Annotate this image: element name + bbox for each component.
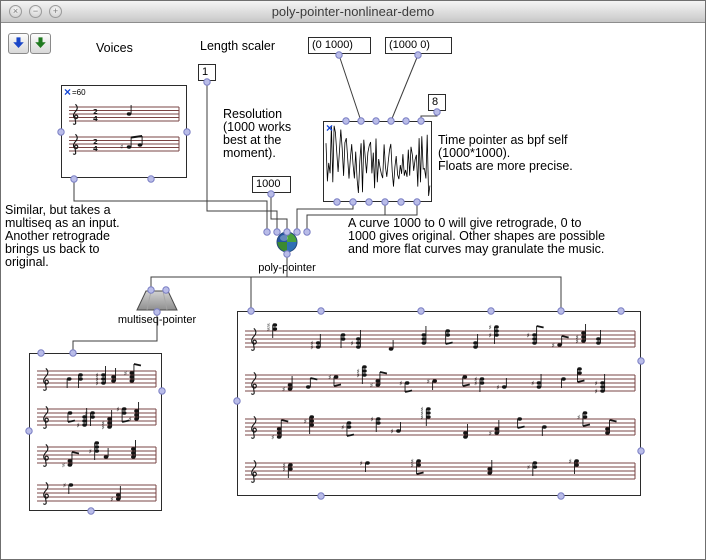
time-pointer-comment: Time pointer as bpf self (1000*1000). Fl… [438, 134, 573, 173]
svg-text:♯: ♯ [595, 387, 598, 395]
poly-pointer-label: poly-pointer [251, 262, 323, 274]
svg-text:♯: ♯ [271, 433, 274, 441]
window-title: poly-pointer-nonlinear-demo [1, 1, 705, 22]
load-patch-button[interactable] [8, 33, 29, 54]
tempo-label: =60 [72, 88, 86, 97]
trapezoid-icon [135, 288, 179, 312]
svg-text:♯: ♯ [328, 373, 331, 381]
svg-text:♯: ♯ [390, 427, 393, 435]
result-score-box[interactable]: ♯♯♯♯♯♯♯♯♯♯♯♯♯♯♯♯♯♯♯♯♯♯♯♯♯♯♯♯♯♯♯♯♯♯♯♯♯♯♯♯… [237, 311, 641, 496]
svg-text:♯: ♯ [575, 333, 578, 341]
poly-pointer-node[interactable] [276, 231, 298, 253]
green-down-arrow-icon [32, 35, 49, 52]
svg-text:♯: ♯ [124, 369, 127, 377]
retrograde-score: ♯♯♯♯♯♯♯♯♯♯♯♯♯♯ [31, 355, 162, 511]
zoom-button[interactable]: + [49, 5, 62, 18]
svg-text:♯: ♯ [577, 413, 580, 421]
svg-text:♯: ♯ [350, 339, 353, 347]
svg-text:♯: ♯ [77, 421, 80, 429]
svg-text:♯: ♯ [531, 379, 534, 387]
titlebar[interactable]: × − + poly-pointer-nonlinear-demo [1, 1, 705, 23]
window-controls: × − + [9, 5, 62, 18]
svg-text:♯: ♯ [420, 405, 423, 413]
similar-comment: Similar, but takes a multiseq as an inpu… [5, 204, 120, 269]
svg-text:♯: ♯ [527, 463, 530, 471]
voices-score: 2424♯ [63, 87, 187, 178]
svg-text:♯: ♯ [527, 331, 530, 339]
svg-text:♯: ♯ [341, 423, 344, 431]
svg-text:♯: ♯ [110, 495, 113, 503]
curve-comment: A curve 1000 to 0 will give retrograde, … [348, 217, 605, 256]
svg-text:4: 4 [93, 145, 98, 153]
svg-text:♯: ♯ [85, 409, 88, 417]
result-score: ♯♯♯♯♯♯♯♯♯♯♯♯♯♯♯♯♯♯♯♯♯♯♯♯♯♯♯♯♯♯♯♯♯♯♯♯♯♯♯♯… [239, 313, 641, 496]
delete-mark-icon[interactable]: × [64, 86, 71, 98]
voices-score-box[interactable]: × =60 2424♯ [61, 85, 187, 178]
svg-text:♯: ♯ [282, 461, 285, 469]
multiseq-pointer-label: multiseq-pointer [111, 314, 203, 326]
length-scaler-label: Length scaler [200, 40, 275, 53]
svg-text:♯: ♯ [267, 321, 270, 329]
svg-text:♯: ♯ [356, 367, 359, 375]
save-patch-button[interactable] [30, 33, 51, 54]
svg-text:♯: ♯ [474, 375, 477, 383]
length-scaler-valuebox[interactable]: 1 [198, 64, 216, 81]
globe-icon [276, 231, 298, 253]
svg-text:♯: ♯ [370, 381, 373, 389]
svg-text:♯: ♯ [489, 323, 492, 331]
svg-text:♯: ♯ [116, 405, 119, 413]
patch-canvas[interactable]: Voices Length scaler (0 1000) (1000 0) 1… [1, 23, 706, 560]
svg-text:♯: ♯ [496, 383, 499, 391]
svg-text:♯: ♯ [595, 379, 598, 387]
svg-text:♯: ♯ [120, 143, 123, 151]
bpf-box[interactable]: × [323, 121, 432, 202]
svg-text:4: 4 [93, 115, 98, 123]
svg-text:♯: ♯ [89, 447, 92, 455]
svg-text:♯: ♯ [427, 377, 430, 385]
svg-text:♯: ♯ [489, 331, 492, 339]
svg-text:♯: ♯ [370, 415, 373, 423]
scaler-valuebox[interactable]: 8 [428, 94, 446, 111]
voices-label: Voices [96, 42, 133, 55]
svg-text:♯: ♯ [310, 339, 313, 347]
svg-text:♯: ♯ [304, 417, 307, 425]
svg-text:♯: ♯ [95, 371, 98, 379]
curve-down-valuebox[interactable]: (1000 0) [385, 37, 452, 54]
svg-text:♯: ♯ [62, 461, 65, 469]
close-button[interactable]: × [9, 5, 22, 18]
svg-text:♯: ♯ [128, 415, 131, 423]
svg-text:♯: ♯ [411, 457, 414, 465]
curve-up-valuebox[interactable]: (0 1000) [308, 37, 371, 54]
blue-down-arrow-icon [10, 35, 27, 52]
multiseq-pointer-node[interactable] [135, 288, 179, 312]
svg-text:♯: ♯ [552, 341, 555, 349]
resolution-valuebox[interactable]: 1000 [252, 176, 291, 193]
retrograde-score-box[interactable]: ♯♯♯♯♯♯♯♯♯♯♯♯♯♯ [29, 353, 162, 511]
svg-text:♯: ♯ [360, 459, 363, 467]
resolution-comment: Resolution (1000 works best at the momen… [223, 108, 291, 160]
svg-text:♯: ♯ [102, 419, 105, 427]
minimize-button[interactable]: − [29, 5, 42, 18]
svg-text:♯: ♯ [489, 429, 492, 437]
bpf-curve [325, 123, 432, 202]
svg-text:♯: ♯ [282, 385, 285, 393]
delete-mark-icon[interactable]: × [326, 122, 333, 134]
svg-text:♯: ♯ [63, 481, 66, 489]
svg-text:♯: ♯ [399, 379, 402, 387]
svg-text:♯: ♯ [569, 457, 572, 465]
